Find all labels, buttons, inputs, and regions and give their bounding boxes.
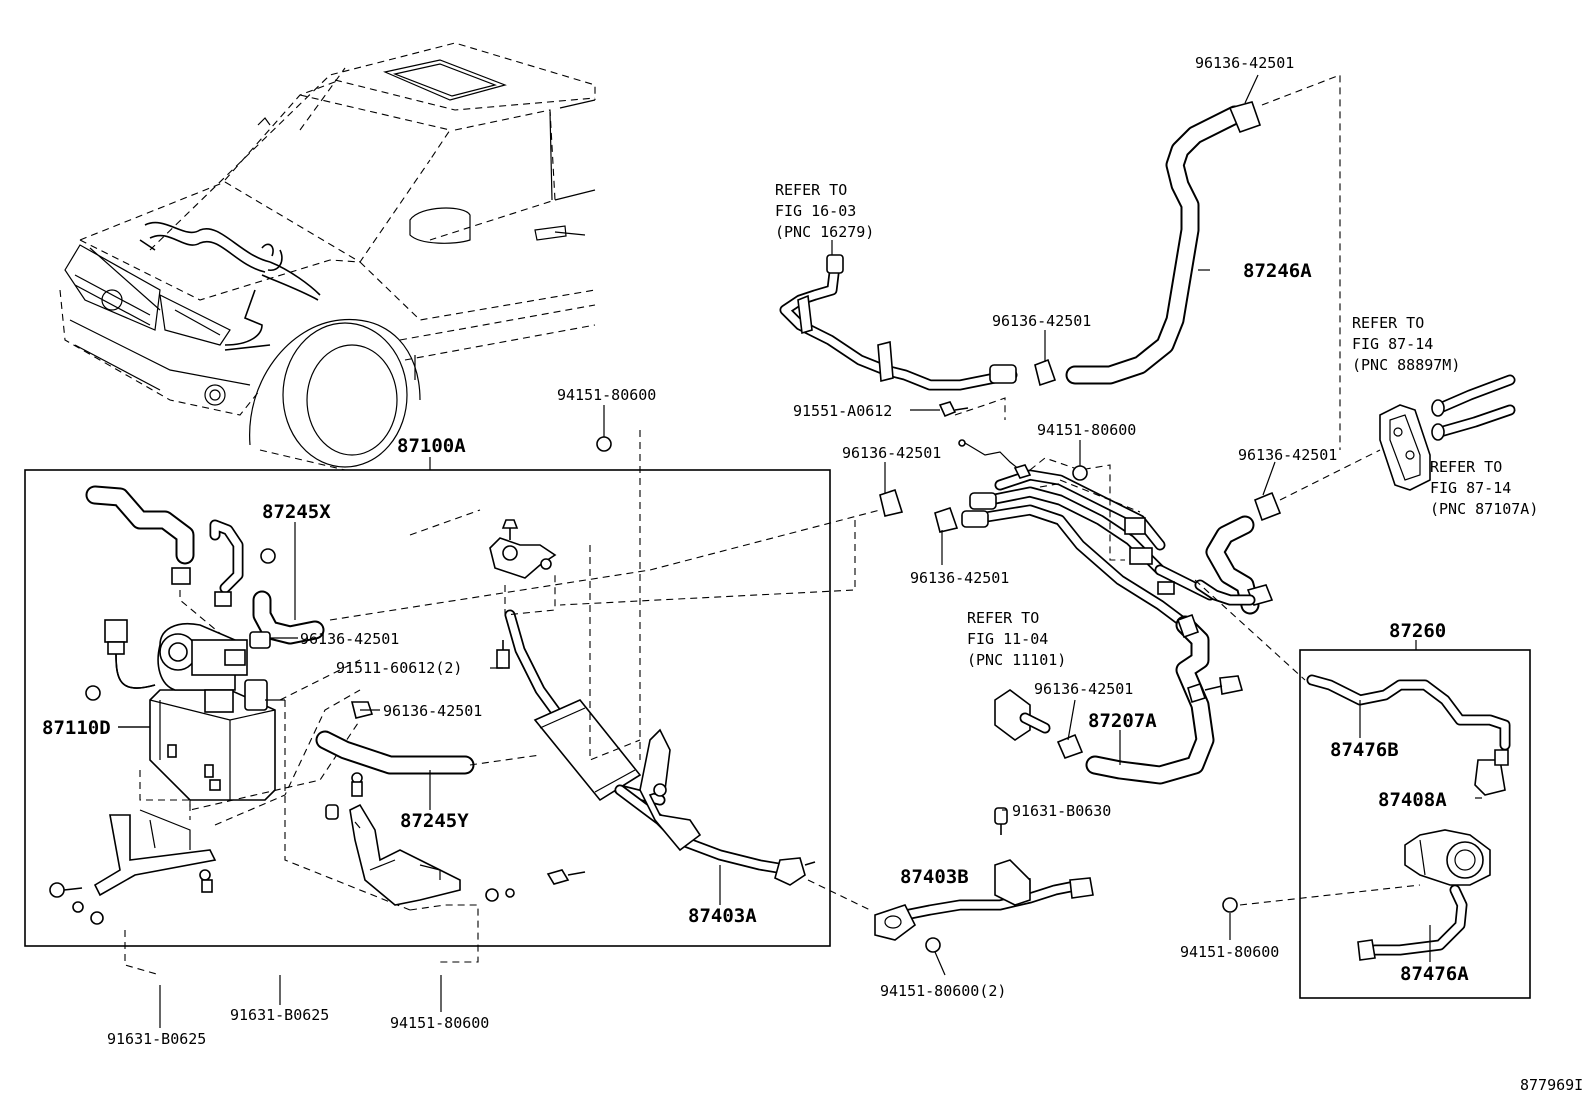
label-87408a: 87408A: [1378, 789, 1447, 811]
label-nut-bottom-center: 94151-80600: [390, 1014, 489, 1032]
leader-lines: [118, 74, 1482, 1028]
svg-text:FIG 87-14: FIG 87-14: [1352, 335, 1433, 353]
callout-labels: 87100A 87245X 87110D 87245Y 87403A 87403…: [42, 54, 1583, 1094]
svg-text:(PNC 11101): (PNC 11101): [967, 651, 1066, 669]
svg-text:REFER TO: REFER TO: [775, 181, 847, 199]
label-clamp-87207a: 96136-42501: [1034, 680, 1133, 698]
label-clamp-lower-pipe: 96136-42501: [910, 569, 1009, 587]
svg-text:(PNC 88897M): (PNC 88897M): [1352, 356, 1460, 374]
figure-id: 877969I: [1520, 1076, 1583, 1094]
svg-text:FIG 16-03: FIG 16-03: [775, 202, 856, 220]
label-bolt-91631-b0630: 91631-B0630: [1012, 802, 1111, 820]
svg-text:FIG 87-14: FIG 87-14: [1430, 479, 1511, 497]
label-clamp-left-pipe: 96136-42501: [842, 444, 941, 462]
label-87245x: 87245X: [262, 501, 331, 523]
svg-text:REFER TO: REFER TO: [1430, 458, 1502, 476]
label-bolt-91551: 91551-A0612: [793, 402, 892, 420]
label-87245y: 87245Y: [400, 810, 469, 832]
label-87100a: 87100A: [397, 435, 466, 457]
label-87403a: 87403A: [688, 905, 757, 927]
refer-note-fig-16-03: REFER TO FIG 16-03 (PNC 16279): [775, 181, 874, 241]
heater-assembly-parts: [49, 430, 816, 976]
refer-note-fig-87-14-m: REFER TO FIG 87-14 (PNC 88897M): [1352, 314, 1460, 374]
pipe-fig-16-03: [779, 254, 1018, 391]
fuel-pump-87260: [1222, 674, 1511, 961]
svg-text:REFER TO: REFER TO: [1352, 314, 1424, 332]
connector-fig-11-04: [994, 689, 1084, 760]
label-nut-mid: 94151-80600: [1037, 421, 1136, 439]
label-nut-right-box: 94151-80600: [1180, 943, 1279, 961]
label-nut-87403b: 94151-80600(2): [880, 982, 1006, 1000]
label-bolt-91511: 91511-60612(2): [336, 659, 462, 677]
label-clamp-right: 96136-42501: [1238, 446, 1337, 464]
label-87476a: 87476A: [1400, 963, 1469, 985]
label-87246a: 87246A: [1243, 260, 1312, 282]
svg-text:(PNC 87107A): (PNC 87107A): [1430, 500, 1538, 518]
heater-pipes-87207a: [958, 439, 1274, 785]
bolt-91551-icon: [938, 401, 957, 418]
label-87476b: 87476B: [1330, 739, 1399, 761]
label-clamp-top: 96136-42501: [1195, 54, 1294, 72]
refer-note-fig-87-14-a: REFER TO FIG 87-14 (PNC 87107A): [1430, 458, 1538, 518]
label-bolt-91631-center: 91631-B0625: [230, 1006, 329, 1024]
label-clamp-heater-hose: 96136-42501: [300, 630, 399, 648]
assembly-box-87260: [1299, 649, 1531, 999]
svg-text:(PNC 16279): (PNC 16279): [775, 223, 874, 241]
label-nut-top-center: 94151-80600: [557, 386, 656, 404]
refer-note-fig-11-04: REFER TO FIG 11-04 (PNC 11101): [967, 609, 1066, 669]
assembly-box-87100a: [24, 469, 831, 947]
label-87260: 87260: [1389, 620, 1446, 642]
grommet-fig-87-14: [1253, 74, 1516, 522]
exhaust-87403b: [807, 807, 1094, 953]
hose-87246a: [1034, 101, 1262, 387]
vehicle-illustration: [59, 42, 596, 471]
label-clamp-mid-upper: 96136-42501: [992, 312, 1091, 330]
label-bolt-91631-left: 91631-B0625: [107, 1030, 206, 1048]
label-87403b: 87403B: [900, 866, 969, 888]
label-clamp-87245y: 96136-42501: [383, 702, 482, 720]
label-87110d: 87110D: [42, 717, 111, 739]
svg-text:FIG 11-04: FIG 11-04: [967, 630, 1048, 648]
svg-text:REFER TO: REFER TO: [967, 609, 1039, 627]
label-87207a: 87207A: [1088, 710, 1157, 732]
